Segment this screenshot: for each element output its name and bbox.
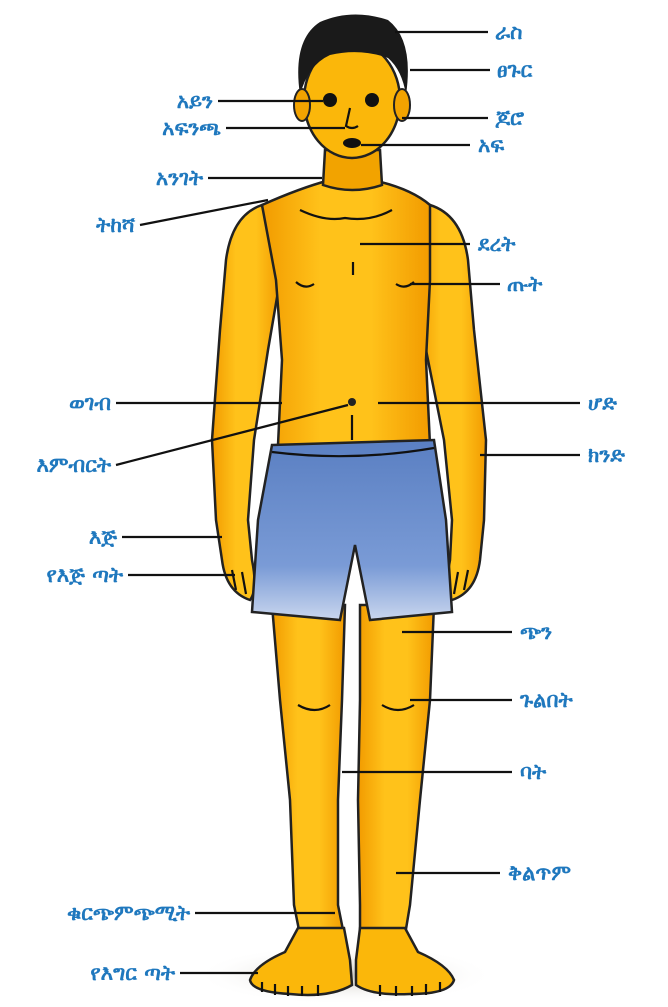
label-wegeb: ወገብ (69, 393, 111, 414)
label-imbirt: እምብርት (36, 455, 111, 476)
label-hod: ሆድ (588, 393, 617, 414)
label-ayin: አይን (177, 91, 213, 112)
label-ij: እጅ (89, 527, 117, 548)
label-tsegur: ፀጉር (497, 60, 532, 81)
mouth (343, 138, 361, 148)
left-leg (272, 605, 345, 935)
label-ye-egir-tat: የእግር ጣት (90, 963, 175, 984)
label-qurchimchimit: ቁርጭምጭሚት (67, 903, 190, 924)
label-afincha: አፍንጫ (162, 118, 221, 139)
right-ear (394, 89, 410, 121)
label-joro: ጆሮ (495, 108, 524, 129)
label-ye-ij-tat: የእጅ ጣት (46, 565, 123, 586)
label-af: አፍ (478, 135, 504, 156)
left-foot (250, 928, 352, 995)
left-ear (294, 89, 310, 121)
label-bat: ባት (520, 762, 546, 783)
label-tut: ጡት (507, 274, 542, 295)
label-kind: ክንድ (588, 445, 625, 466)
label-gulbet: ጉልበት (520, 690, 573, 711)
label-ras: ራስ (495, 22, 522, 43)
right-eye (365, 93, 379, 107)
label-qiltim: ቅልጥም (508, 863, 571, 884)
label-deret: ደረት (478, 234, 515, 255)
label-tikesha: ትከሻ (96, 215, 135, 236)
navel (348, 398, 356, 406)
label-anget: አንገት (156, 168, 203, 189)
left-eye (323, 93, 337, 107)
shorts (252, 440, 452, 620)
right-leg (358, 605, 434, 935)
label-chin: ጭን (520, 622, 552, 643)
